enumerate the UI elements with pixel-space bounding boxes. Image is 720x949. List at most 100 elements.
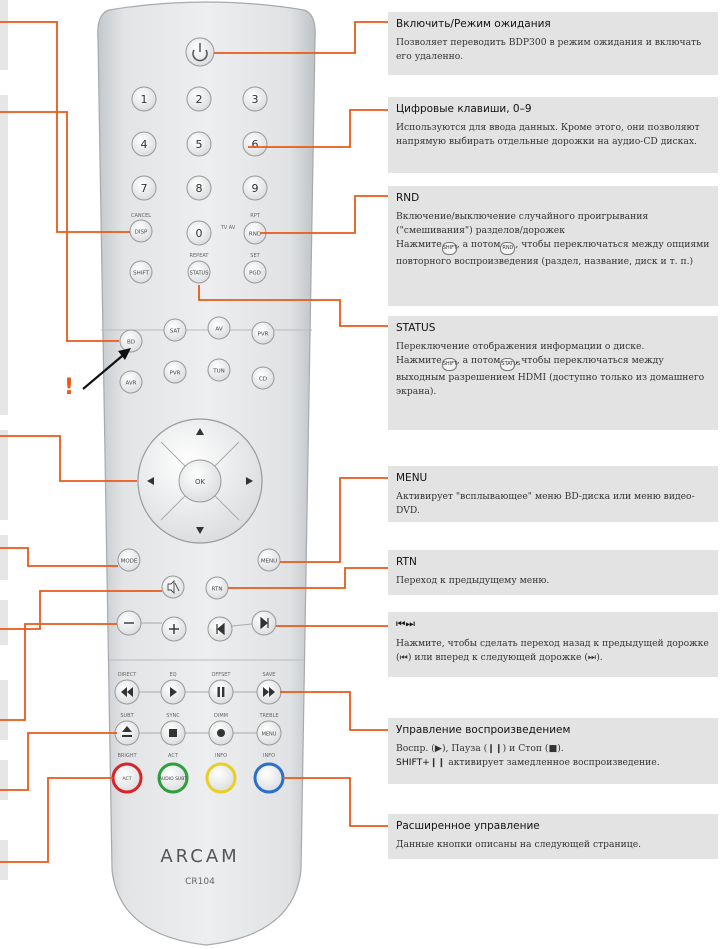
number-key-9[interactable]: 9 bbox=[242, 175, 268, 201]
play-icon bbox=[170, 687, 177, 697]
number-key-8[interactable]: 8 bbox=[186, 175, 212, 201]
status-button[interactable]: STATUS bbox=[187, 260, 211, 284]
svg-text:AVR: AVR bbox=[126, 381, 137, 387]
record-button[interactable] bbox=[208, 720, 234, 746]
brand-logo: ARCAM bbox=[160, 846, 239, 867]
callout-body: Воспр. (▶), Пауза (❙❙) и Стоп (■). SHIFT… bbox=[396, 743, 660, 768]
callout-title: RND bbox=[396, 192, 420, 204]
pause-button[interactable] bbox=[208, 679, 234, 705]
disp-button[interactable]: DISP bbox=[129, 219, 153, 243]
svg-text:STATUS: STATUS bbox=[190, 271, 209, 277]
svg-text:TUN: TUN bbox=[212, 369, 225, 375]
skip-back-icon bbox=[216, 622, 225, 636]
number-key-6[interactable]: 6 bbox=[242, 131, 268, 157]
act-label: ACT bbox=[168, 753, 179, 759]
callout-body: Позволяет переводить BDP300 в режим ожид… bbox=[396, 37, 702, 62]
subt-label: SUBT bbox=[120, 713, 134, 719]
dimm-label: DIMM bbox=[214, 713, 228, 719]
source-cd-button[interactable]: CD bbox=[251, 366, 275, 390]
source-bd-button[interactable]: BD bbox=[119, 329, 143, 353]
source-pvr-button[interactable]: PVR bbox=[251, 321, 275, 345]
model-name: CR104 bbox=[185, 877, 215, 887]
pgd-button[interactable]: PGD bbox=[243, 260, 267, 284]
svg-text:3: 3 bbox=[252, 93, 259, 106]
stop-icon bbox=[169, 729, 177, 737]
yellow-button[interactable] bbox=[205, 762, 237, 794]
mute-icon bbox=[167, 579, 175, 595]
fast-forward-button[interactable] bbox=[256, 679, 282, 705]
arrow-right-icon[interactable] bbox=[246, 477, 253, 485]
eject-icon bbox=[122, 726, 132, 737]
play-icon: ▶ bbox=[434, 743, 442, 754]
svg-text:AUDIO SUBT: AUDIO SUBT bbox=[159, 776, 187, 782]
callout-power: Включить/Режим ожидания Позволяет перево… bbox=[388, 12, 718, 75]
number-key-5[interactable]: 5 bbox=[186, 131, 212, 157]
callout-skip: ⏮⏭ Нажмите, чтобы сделать переход назад … bbox=[388, 612, 718, 677]
menu-button[interactable]: MENU bbox=[257, 548, 281, 572]
rpt-label: RPT bbox=[250, 213, 260, 219]
callout-rnd: RND Включение/выключение случайного прои… bbox=[388, 186, 718, 306]
pause-icon bbox=[217, 687, 220, 697]
number-key-2[interactable]: 2 bbox=[186, 86, 212, 112]
pause-icon: ❙❙ bbox=[429, 757, 446, 768]
callout-title: RTN bbox=[396, 556, 417, 568]
svg-text:OK: OK bbox=[195, 478, 206, 486]
callout-title: ⏮⏭ bbox=[396, 618, 415, 630]
repeat-label: REPEAT bbox=[190, 253, 210, 259]
mute-button[interactable] bbox=[161, 575, 185, 599]
volume-up-button[interactable] bbox=[161, 616, 187, 642]
callout-title: MENU bbox=[396, 472, 428, 484]
eq-label: EQ bbox=[169, 672, 176, 678]
number-key-0[interactable]: 0 bbox=[186, 220, 212, 246]
number-key-7[interactable]: 7 bbox=[131, 175, 157, 201]
source-sat-button[interactable]: SAT bbox=[163, 318, 187, 342]
arrow-down-icon[interactable] bbox=[196, 527, 204, 534]
svg-text:8: 8 bbox=[196, 182, 203, 195]
callout-status: STATUS Переключение отображения информац… bbox=[388, 316, 718, 430]
svg-text:AV: AV bbox=[215, 327, 222, 333]
left-panel-stub bbox=[0, 760, 8, 800]
shift-button[interactable]: SHIFT bbox=[129, 260, 153, 284]
ok-button[interactable]: OK bbox=[178, 459, 222, 503]
left-panel-stub bbox=[0, 430, 8, 520]
rewind-button[interactable] bbox=[114, 679, 140, 705]
info-label: INFO bbox=[215, 753, 227, 759]
svg-text:ACT: ACT bbox=[123, 776, 132, 782]
next-track-button[interactable] bbox=[251, 610, 277, 636]
info-label-2: INFO bbox=[263, 753, 275, 759]
arrow-left-icon[interactable] bbox=[147, 477, 154, 485]
power-button[interactable] bbox=[185, 37, 215, 67]
green-button[interactable]: AUDIO SUBT bbox=[157, 762, 189, 794]
left-panel-stub bbox=[0, 680, 8, 740]
warning-exclamation: ! bbox=[64, 375, 75, 400]
treble-label: TREBLE bbox=[258, 713, 278, 719]
skip-forward-icon bbox=[260, 616, 269, 630]
callout-advanced: Расширенное управление Данные кнопки опи… bbox=[388, 814, 718, 859]
svg-text:PVR: PVR bbox=[258, 332, 269, 338]
stop-button[interactable] bbox=[160, 720, 186, 746]
arrow-up-icon[interactable] bbox=[196, 428, 204, 435]
svg-text:MENU: MENU bbox=[262, 732, 277, 738]
source-tuner-button[interactable]: TUN bbox=[207, 358, 231, 382]
mode-button[interactable]: MODE bbox=[117, 548, 141, 572]
svg-text:PGD: PGD bbox=[249, 271, 261, 277]
svg-text:RTN: RTN bbox=[212, 587, 223, 593]
source-avr-button[interactable]: AVR bbox=[119, 370, 143, 394]
shift-icon: SHIFT bbox=[441, 358, 457, 371]
svg-text:MODE: MODE bbox=[121, 559, 138, 565]
play-button[interactable] bbox=[160, 679, 186, 705]
number-key-3[interactable]: 3 bbox=[242, 86, 268, 112]
callout-rtn: RTN Переход к предыдущему меню. bbox=[388, 550, 718, 595]
rewind-icon bbox=[121, 687, 133, 697]
source-pvr2-button[interactable]: PVR bbox=[163, 360, 187, 384]
callout-numeric-keys: Цифровые клавиши, 0–9 Используются для в… bbox=[388, 97, 718, 173]
number-key-1[interactable]: 1 bbox=[131, 86, 157, 112]
callout-body: Переход к предыдущему меню. bbox=[396, 575, 550, 586]
source-av-button[interactable]: AV bbox=[207, 316, 231, 340]
previous-track-button[interactable] bbox=[207, 616, 233, 642]
number-key-4[interactable]: 4 bbox=[131, 131, 157, 157]
menu-small-button[interactable]: MENU bbox=[256, 720, 282, 746]
left-panel-stub bbox=[0, 840, 8, 880]
callout-body: Включение/выключение случайного проигрыв… bbox=[396, 211, 710, 267]
